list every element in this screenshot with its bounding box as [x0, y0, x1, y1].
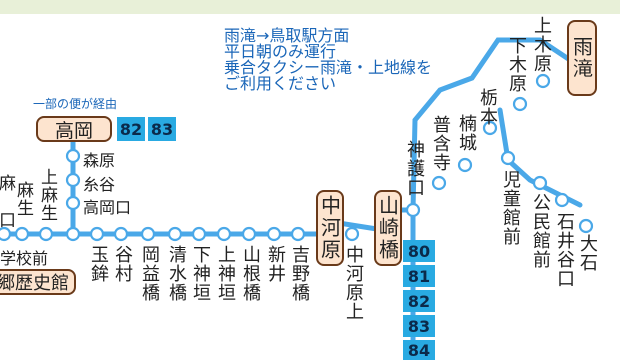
stop-label-nakagawara-kami: 中河原上 [343, 245, 364, 321]
stop-label-jidokan: 児童館前 [500, 170, 521, 246]
stop-marker-yoshino [290, 226, 306, 242]
stop-label-kamikamigaki: 上神垣 [215, 245, 236, 302]
stop-marker-itodani [65, 172, 81, 188]
stop-marker-kamikihara [535, 73, 551, 89]
stop-marker-nakagawara-kami [344, 226, 360, 242]
service-notice: 雨滝→鳥取駅方面 平日朝のみ運行 乗合タクシー雨滝・上地線を ご利用ください [224, 28, 432, 92]
stop-marker-morihara [65, 148, 81, 164]
terminal-takaoka: 高岡 [36, 116, 112, 142]
stop-marker-ishiidaniguchi [554, 192, 570, 208]
stop-label-kominkan: 公民館前 [530, 193, 551, 269]
stop-marker-left-edge [0, 226, 12, 242]
route-badge-84: 84 [403, 340, 435, 360]
stop-marker-shimokamigaki [191, 226, 207, 242]
notice-line-1: 雨滝→鳥取駅方面 [224, 26, 350, 45]
stop-marker-takaokaguchi [65, 195, 81, 211]
stop-label-kami-asao: 上麻生 [37, 168, 57, 222]
stop-marker-jingoguchi [405, 202, 421, 218]
stop-label-arai: 新井 [265, 245, 286, 283]
notice-line-3: 乗合タクシー雨滝・上地線を [224, 58, 433, 77]
terminal-amedaki: 雨滝 [567, 20, 597, 96]
stop-label-morihara: 森原 [83, 151, 116, 170]
stop-marker-jidokan [500, 150, 516, 166]
stop-label-asao: 麻生 [13, 181, 33, 217]
notice-line-2: 平日朝のみ運行 [224, 42, 337, 61]
stop-marker-yamane [241, 226, 257, 242]
upper-route-line [382, 37, 573, 213]
stop-marker-kamikamigaki [216, 226, 232, 242]
stop-marker-arai [266, 226, 282, 242]
stop-marker-branch [65, 226, 81, 242]
route-badge-83: 83 [148, 117, 176, 141]
notice-line-4: ご利用ください [224, 74, 337, 93]
stop-label-shimizu: 清水橋 [166, 245, 187, 302]
stop-label-gakkomae: 学校前 [0, 249, 49, 268]
stop-label-yoshino: 吉野橋 [289, 245, 310, 302]
route-badge-80: 80 [403, 240, 435, 262]
stop-label-okamasu: 岡益橋 [139, 245, 160, 302]
stop-label-kusunoki: 楠城 [456, 114, 477, 152]
stop-label-fuganji: 普含寺 [430, 115, 451, 172]
terminal-yamasakibashi: 山崎橋 [374, 190, 402, 266]
terminal-nakagawara: 中河原 [316, 190, 344, 266]
stop-label-edge-b: 口 [0, 211, 15, 229]
route-badge-81: 81 [403, 265, 435, 287]
route-badge-82: 82 [403, 290, 435, 312]
stop-marker-asao [14, 226, 30, 242]
stop-label-oishi: 大石 [577, 234, 598, 272]
stop-label-tamahoko: 玉鉾 [88, 245, 109, 283]
partial-route-note: 一部の便が経由 [33, 97, 118, 111]
stop-label-yamane: 山根橋 [240, 245, 261, 302]
top-band [0, 0, 620, 14]
stop-label-shimokihara: 下木原 [506, 36, 527, 93]
stop-marker-kusunoki [457, 157, 473, 173]
stop-label-ishiidaniguchi: 石井谷口 [554, 212, 575, 288]
route-badge-83: 83 [403, 315, 435, 337]
stop-marker-tamahoko [89, 226, 105, 242]
stop-label-tochimoto: 栃本 [477, 88, 498, 126]
stop-label-takaokaguchi: 高岡口 [83, 198, 132, 217]
stop-label-shimokamigaki: 下神垣 [190, 245, 211, 302]
stop-marker-tanimura [113, 226, 129, 242]
stop-label-jingoguchi: 神護口 [404, 140, 425, 197]
stop-marker-okamasu [140, 226, 156, 242]
stop-marker-fuganji [431, 175, 447, 191]
stop-marker-shimizu [167, 226, 183, 242]
stop-marker-kami-asao [38, 226, 54, 242]
stop-label-itodani: 糸谷 [83, 175, 116, 194]
stop-marker-oishi [578, 218, 594, 234]
stop-marker-kominkan [532, 175, 548, 191]
stop-marker-tochimoto [482, 120, 498, 136]
stop-marker-shimokihara [512, 96, 528, 112]
stop-label-edge-a: 麻 [0, 174, 15, 192]
terminal-museum: 郷歴史館 [0, 269, 76, 295]
stop-label-tanimura: 谷村 [112, 245, 133, 283]
route-badge-82: 82 [117, 117, 145, 141]
stop-label-kamikihara: 上木原 [531, 16, 552, 73]
